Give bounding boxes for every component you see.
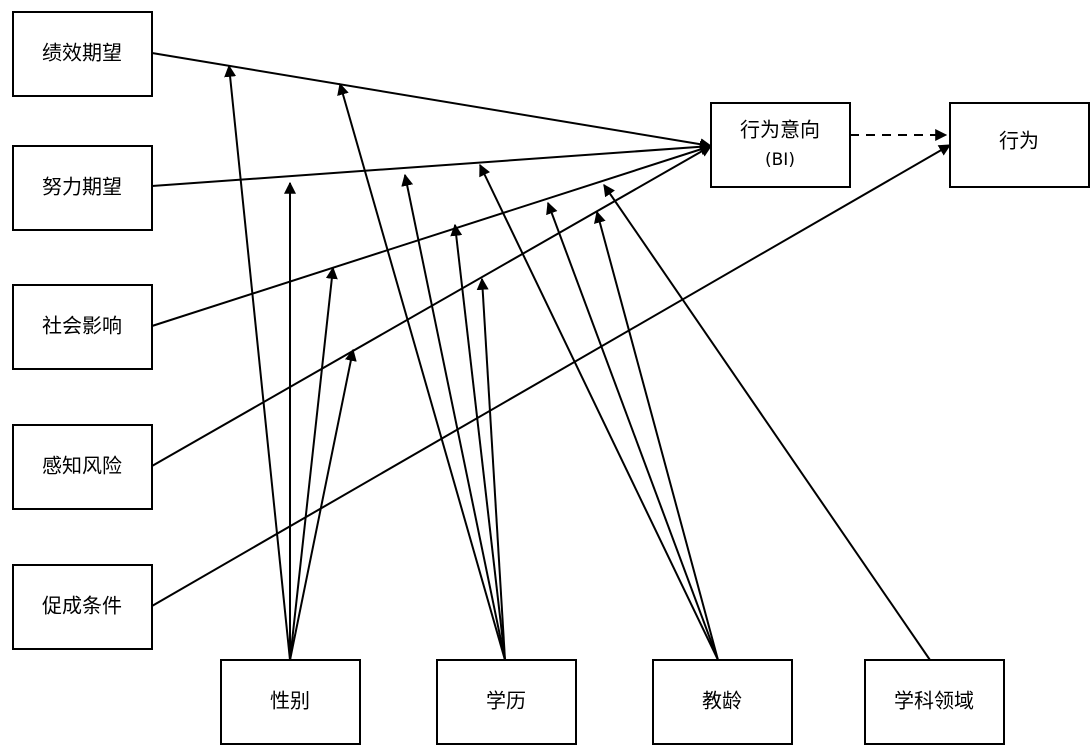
edge-gender-moderates-risk bbox=[289, 348, 357, 661]
node-facilitating-conditions: 促成条件 bbox=[12, 564, 153, 650]
node-perceived-risk: 感知风险 bbox=[12, 424, 153, 510]
facilitating-conditions-label: 促成条件 bbox=[42, 594, 122, 618]
node-behavioral-intention: 行为意向 (BI) bbox=[710, 102, 851, 188]
effort-expectancy-label: 努力期望 bbox=[42, 175, 122, 199]
node-teaching-years: 教龄 bbox=[652, 659, 793, 745]
edge-facilitating-to-behavior bbox=[151, 144, 952, 607]
edge-teaching-moderates-effort bbox=[479, 163, 719, 661]
node-social-influence: 社会影响 bbox=[12, 284, 153, 370]
edge-gender-moderates-social bbox=[289, 266, 338, 661]
behavioral-intention-abbr: (BI) bbox=[765, 150, 795, 170]
node-behavior: 行为 bbox=[949, 102, 1090, 188]
education-label: 学历 bbox=[486, 689, 526, 713]
node-performance-expectancy: 绩效期望 bbox=[12, 11, 153, 97]
edge-teaching-moderates-risk bbox=[594, 210, 719, 661]
edge-subject-moderates-risk bbox=[603, 184, 931, 661]
node-education: 学历 bbox=[436, 659, 577, 745]
edge-effort-to-intention bbox=[151, 140, 713, 187]
edge-education-moderates-effort bbox=[401, 173, 506, 661]
perceived-risk-label: 感知风险 bbox=[42, 454, 122, 478]
moderator-paths bbox=[224, 64, 931, 661]
edge-social-to-intention bbox=[151, 143, 713, 327]
edge-education-moderates-social bbox=[450, 223, 506, 661]
teaching-years-label: 教龄 bbox=[702, 689, 742, 713]
edge-education-moderates-performance bbox=[337, 82, 506, 661]
edge-teaching-moderates-social bbox=[546, 201, 719, 661]
edge-gender-moderates-performance bbox=[224, 64, 291, 661]
behavior-label: 行为 bbox=[999, 129, 1039, 153]
performance-expectancy-label: 绩效期望 bbox=[42, 41, 122, 65]
edge-performance-to-intention bbox=[151, 52, 713, 151]
gender-label: 性别 bbox=[270, 689, 310, 713]
main-paths bbox=[151, 52, 952, 607]
social-influence-label: 社会影响 bbox=[42, 314, 122, 338]
node-effort-expectancy: 努力期望 bbox=[12, 145, 153, 231]
behavioral-intention-label: 行为意向 bbox=[740, 118, 820, 142]
edge-education-moderates-risk bbox=[476, 277, 506, 661]
node-subject-field: 学科领域 bbox=[864, 659, 1005, 745]
subject-field-label: 学科领域 bbox=[894, 689, 974, 713]
node-gender: 性别 bbox=[220, 659, 361, 745]
